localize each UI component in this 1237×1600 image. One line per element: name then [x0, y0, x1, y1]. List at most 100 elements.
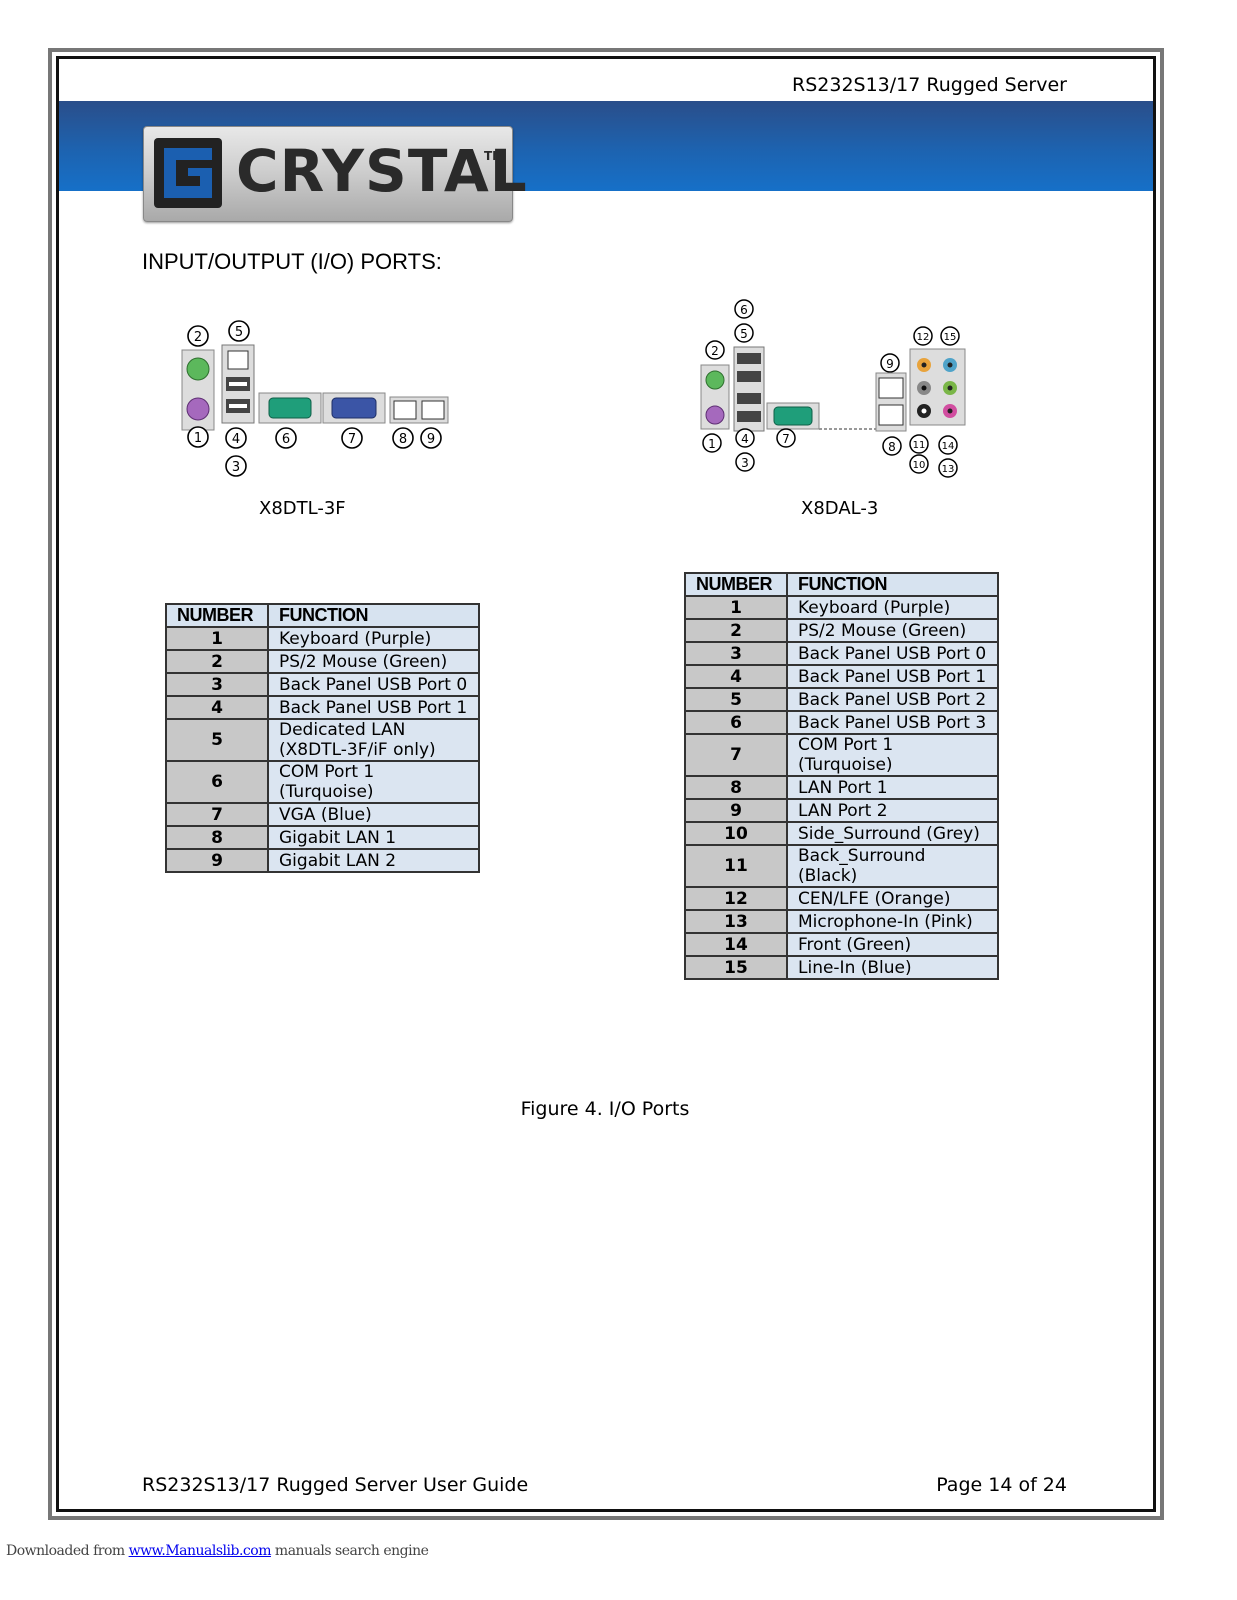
port-number-cell: 6	[684, 710, 788, 735]
diagram-label-x8dal: X8DAL-3	[801, 498, 879, 519]
port-function-cell: VGA (Blue)	[267, 802, 480, 827]
callout-6: 6	[734, 299, 754, 319]
svg-text:4: 4	[232, 432, 240, 447]
header-title: RS232S13/17 Rugged Server	[792, 74, 1067, 96]
table-header-row: NUMBER FUNCTION	[684, 572, 999, 597]
callout-14: 14	[938, 435, 958, 455]
svg-text:5: 5	[740, 327, 748, 341]
port-number-cell: 9	[684, 798, 788, 823]
svg-text:14: 14	[942, 441, 955, 452]
page-frame-outer	[48, 48, 1164, 1520]
ps2-port-panel	[700, 364, 730, 430]
svg-text:4: 4	[741, 432, 749, 446]
callout-15: 15	[940, 326, 960, 346]
port-number-cell: 1	[165, 626, 269, 651]
port-function-cell: Back Panel USB Port 0	[786, 641, 999, 666]
header-number: NUMBER	[684, 572, 788, 597]
callout-8: 8	[392, 427, 414, 449]
port-number-cell: 11	[684, 844, 788, 888]
svg-text:2: 2	[711, 344, 719, 358]
port-number-cell: 2	[684, 618, 788, 643]
manualslib-link[interactable]: www.Manualslib.com	[128, 1543, 272, 1559]
io-diagram-x8dtl: 2 5 1 4 3 6 7 8 9	[181, 320, 449, 477]
svg-text:8: 8	[399, 432, 407, 447]
svg-text:15: 15	[944, 332, 957, 343]
figure-caption: Figure 4. I/O Ports	[520, 1098, 690, 1120]
port-number-cell: 6	[165, 760, 269, 804]
port-function-cell: COM Port 1 (Turquoise)	[267, 760, 480, 804]
footer-page-number: Page 14 of 24	[936, 1474, 1067, 1496]
callout-1: 1	[187, 426, 209, 448]
svg-text:9: 9	[427, 432, 435, 447]
port-function-cell: LAN Port 1	[786, 775, 999, 800]
port-number-cell: 5	[165, 718, 269, 762]
header-function: FUNCTION	[267, 603, 480, 628]
svg-text:13: 13	[942, 464, 955, 475]
callout-2: 2	[187, 325, 209, 347]
port-function-cell: Line-In (Blue)	[786, 955, 999, 980]
callout-1: 1	[702, 433, 722, 453]
port-function-cell: Back Panel USB Port 1	[267, 695, 480, 720]
header-number: NUMBER	[165, 603, 269, 628]
header-function: FUNCTION	[786, 572, 999, 597]
port-function-cell: Keyboard (Purple)	[786, 595, 999, 620]
page-frame-inner	[56, 56, 1156, 1512]
port-number-cell: 4	[684, 664, 788, 689]
download-notice: Downloaded from www.Manualslib.com manua…	[6, 1543, 429, 1559]
callout-4: 4	[225, 427, 247, 449]
svg-text:6: 6	[282, 432, 290, 447]
callout-4: 4	[735, 428, 755, 448]
section-title: INPUT/OUTPUT (I/O) PORTS:	[142, 249, 442, 274]
lan-usb-stack	[221, 344, 255, 424]
port-number-cell: 8	[684, 775, 788, 800]
com-port	[258, 392, 322, 424]
download-suffix: manuals search engine	[270, 1543, 429, 1559]
port-number-cell: 4	[165, 695, 269, 720]
port-function-cell: Dedicated LAN (X8DTL-3F/iF only)	[267, 718, 480, 762]
port-number-cell: 1	[684, 595, 788, 620]
svg-text:9: 9	[886, 357, 894, 371]
port-number-cell: 5	[684, 687, 788, 712]
callout-5: 5	[228, 320, 250, 342]
port-function-cell: Back Panel USB Port 2	[786, 687, 999, 712]
usb-stack	[733, 346, 765, 432]
port-number-cell: 7	[684, 733, 788, 777]
port-function-cell: CEN/LFE (Orange)	[786, 886, 999, 911]
port-number-cell: 7	[165, 802, 269, 827]
svg-text:10: 10	[913, 460, 926, 471]
svg-text:2: 2	[194, 330, 202, 345]
svg-text:3: 3	[741, 456, 749, 470]
svg-text:8: 8	[888, 440, 896, 454]
port-number-cell: 3	[684, 641, 788, 666]
diagram-label-x8dtl: X8DTL-3F	[259, 498, 346, 519]
footer-guide-title: RS232S13/17 Rugged Server User Guide	[142, 1474, 529, 1496]
svg-text:11: 11	[913, 440, 926, 451]
callout-11: 11	[909, 434, 929, 454]
svg-text:7: 7	[348, 432, 356, 447]
port-function-cell: Keyboard (Purple)	[267, 626, 480, 651]
callout-7: 7	[341, 427, 363, 449]
crystal-logo: CRYSTAL TM	[143, 126, 527, 222]
ps2-port-panel	[181, 349, 215, 431]
table-header-row: NUMBER FUNCTION	[165, 603, 480, 628]
callout-8: 8	[882, 436, 902, 456]
